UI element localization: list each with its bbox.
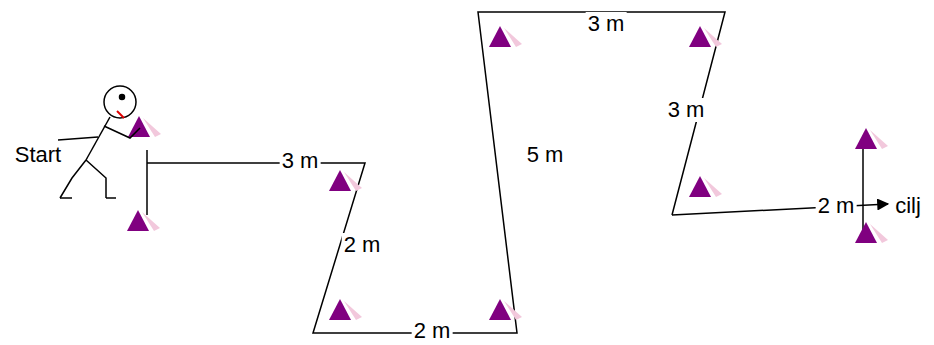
dimension-label: 3 m <box>280 149 321 173</box>
dimension-label: 2 m <box>816 194 857 218</box>
stick-figure <box>58 86 140 198</box>
cone-markers <box>127 26 888 320</box>
dimension-label: 3 m <box>586 12 627 36</box>
course-path <box>147 12 888 333</box>
course-label: cilj <box>893 194 923 218</box>
course-label: Start <box>13 143 63 167</box>
dimension-label: 3 m <box>666 98 707 122</box>
dimension-label: 2 m <box>342 233 383 257</box>
dimension-label: 2 m <box>412 319 453 343</box>
dimension-label: 5 m <box>525 143 566 167</box>
